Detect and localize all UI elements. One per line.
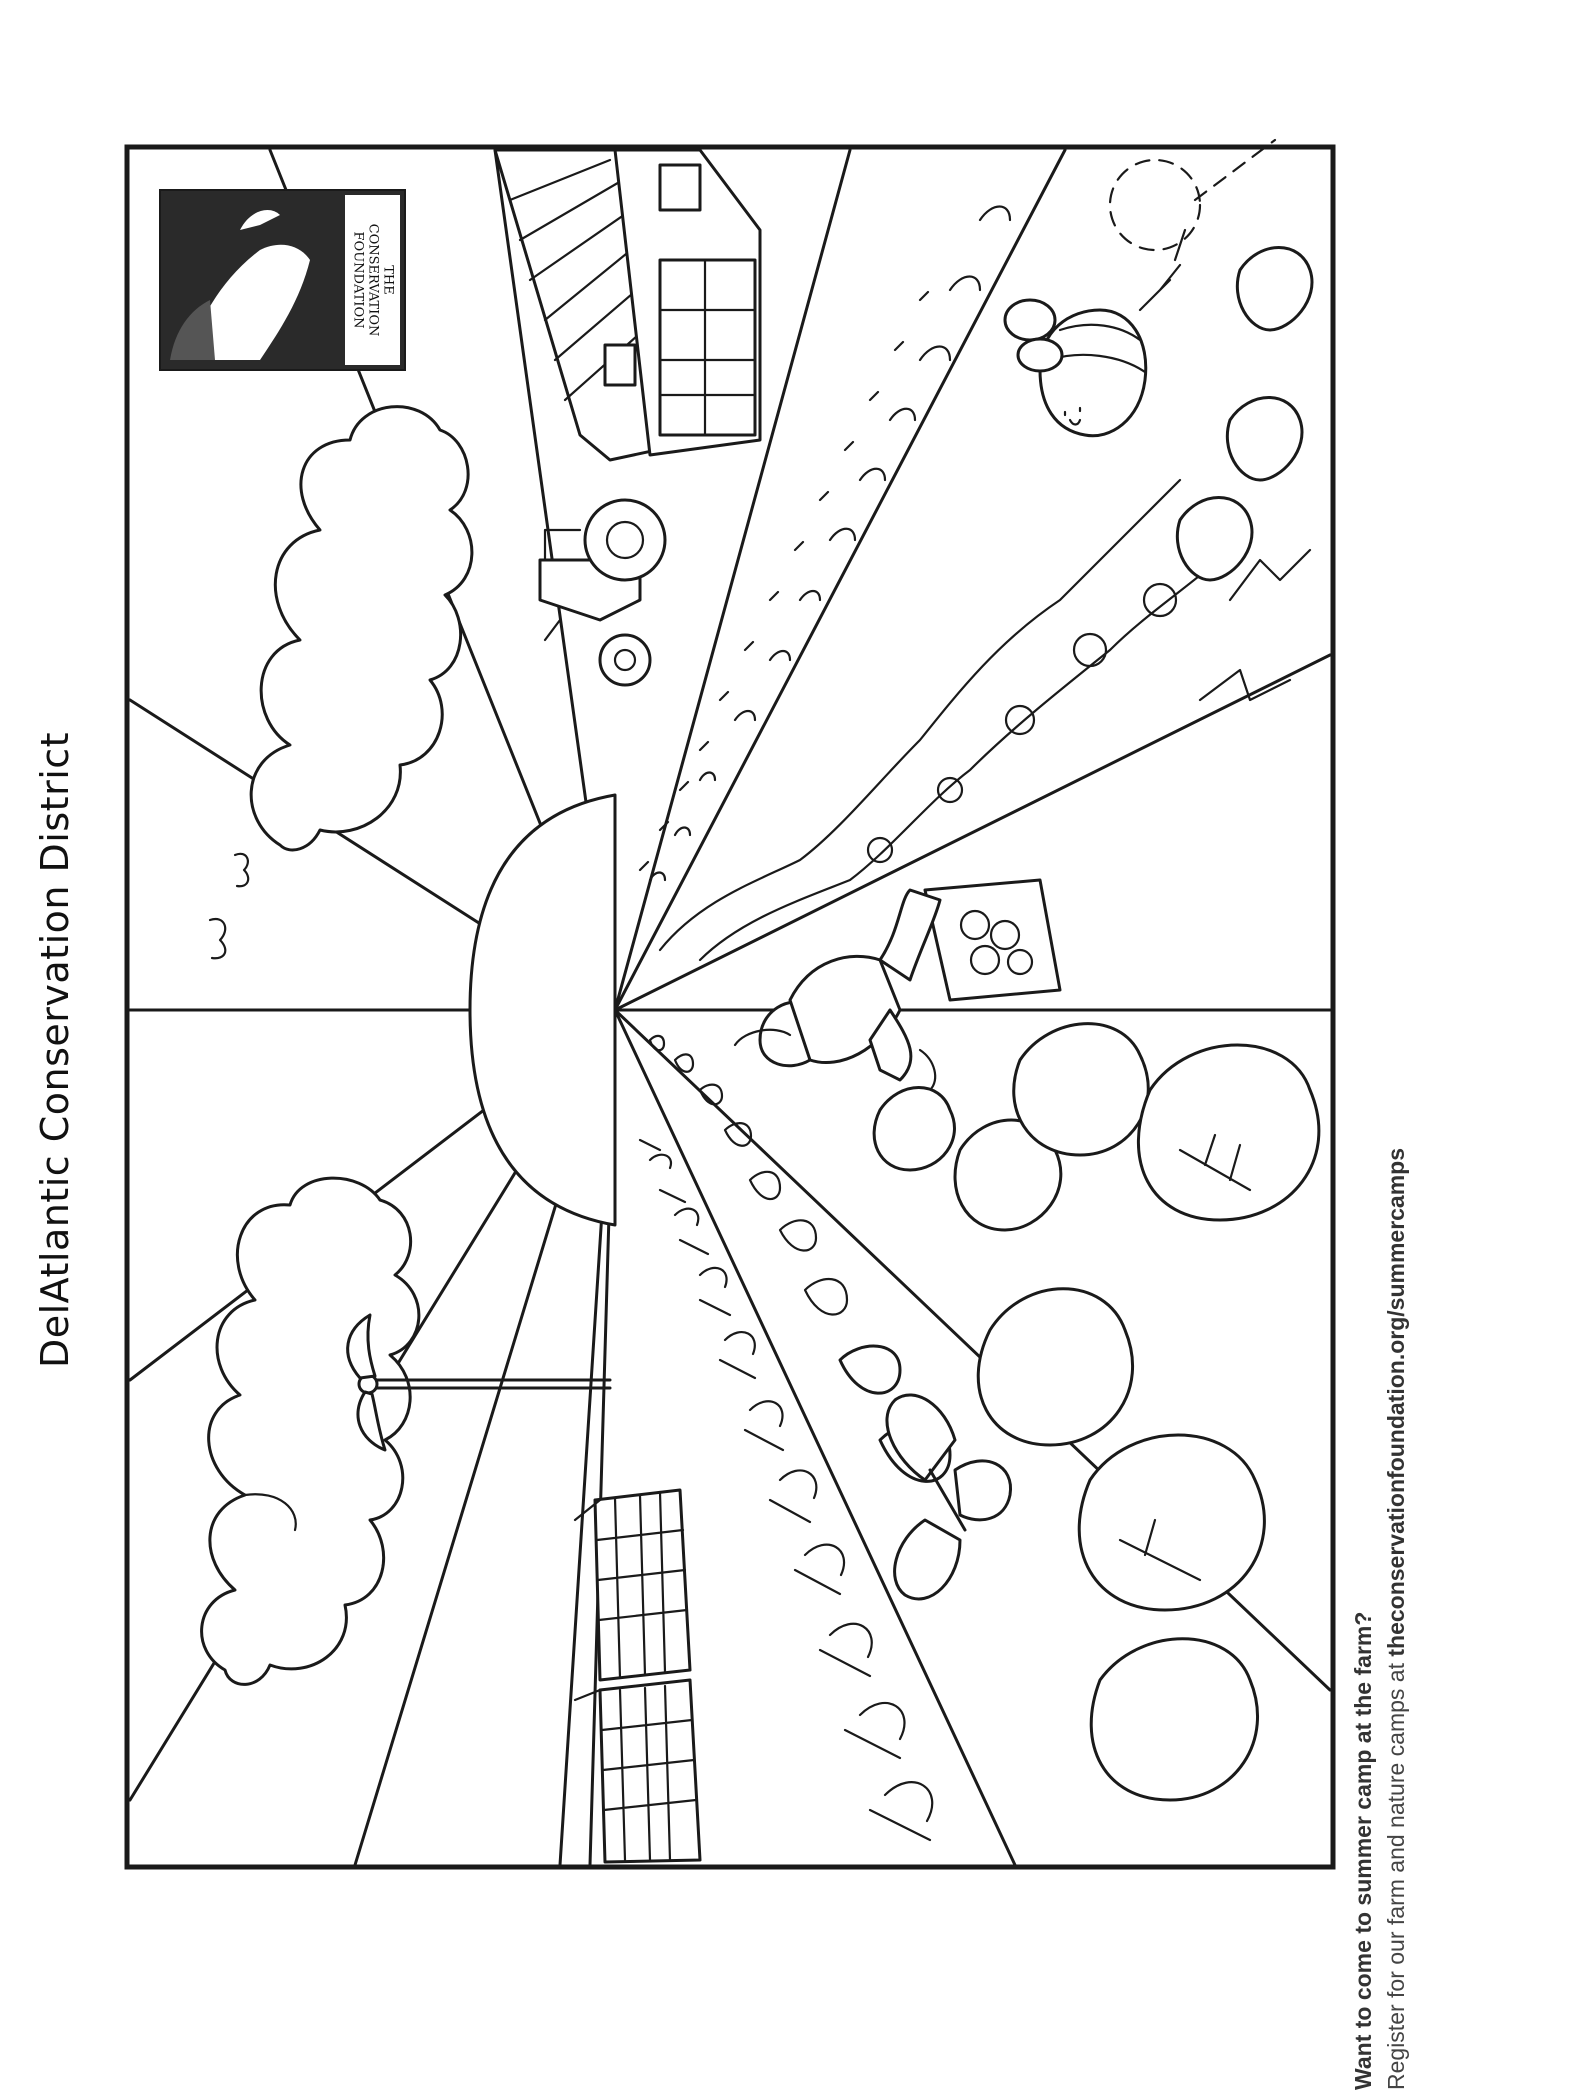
footer-url-link[interactable]: theconservationfoundation.org/summercamp… <box>1383 1147 1409 1657</box>
windmill-icon <box>346 1313 612 1452</box>
logo-text-line2: CONSERVATION <box>365 223 381 337</box>
birds-icon <box>208 852 250 960</box>
strawberry-basket-icon <box>923 878 1062 1002</box>
leafy-crop-row <box>638 1138 934 1842</box>
strawberry-plants <box>658 246 1314 962</box>
tractor-icon <box>538 498 667 687</box>
sun-shape <box>468 793 617 1227</box>
footer-register-line: Register for our farm and nature camps a… <box>1383 940 1410 2090</box>
logo-text-line3: FOUNDATION <box>350 231 366 329</box>
farm-illustration <box>124 138 1336 1870</box>
farmer-icon <box>733 888 942 1092</box>
greenhouse-icon <box>573 1488 702 1864</box>
cloud-bottom <box>200 1176 421 1686</box>
bee-icon <box>1003 138 1277 438</box>
butterfly-icon <box>885 1393 1013 1601</box>
barn-icon <box>493 148 762 462</box>
cloud-bottom-bump <box>243 1493 297 1532</box>
footer-question: Want to come to summer camp at the farm? <box>1350 1611 1376 2090</box>
logo-text-line1: THE <box>380 265 396 295</box>
illustration-frame <box>124 144 1336 1870</box>
crop-row-seedlings <box>638 205 1012 882</box>
cabbage-row <box>872 1022 1321 1802</box>
cloud-top <box>249 405 474 852</box>
conservation-foundation-logo <box>159 189 406 371</box>
footer-register-prefix: Register for our farm and nature camps a… <box>1383 1656 1409 2090</box>
coloring-page: DelAtlantic Conservation District <box>33 138 1409 2090</box>
